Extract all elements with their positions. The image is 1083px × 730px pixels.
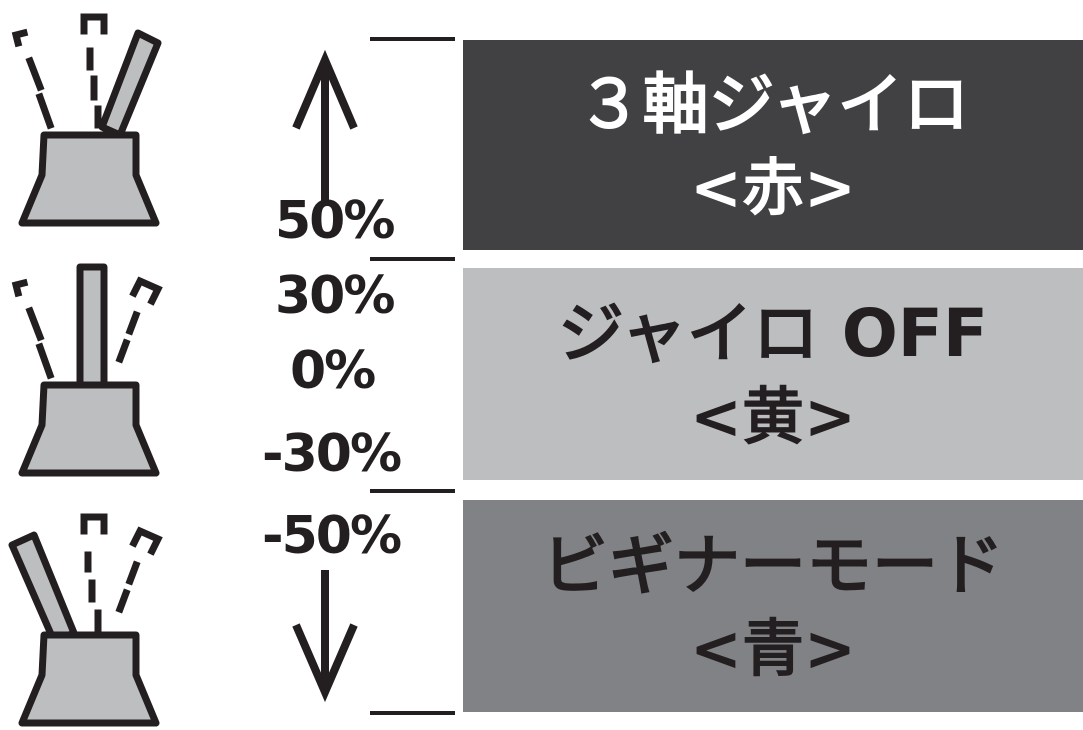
separator-line-upper: [370, 257, 455, 261]
mode-title: ビギナーモード: [542, 527, 1004, 605]
mode-panel-3axis-gyro: ３軸ジャイロ <赤>: [463, 40, 1083, 250]
separator-line-top: [370, 37, 455, 41]
label-0-percent: 0%: [290, 341, 376, 401]
label-30-percent: 30%: [275, 266, 395, 326]
label-50-percent: 50%: [275, 191, 395, 251]
up-arrow-icon: [292, 50, 358, 205]
toggle-switch-up-icon: [11, 13, 162, 227]
mode-title: ３軸ジャイロ: [576, 66, 970, 144]
switch-up-illustration: [0, 5, 170, 230]
toggle-switch-center-icon: [11, 263, 163, 477]
label-minus-30-percent: -30%: [262, 424, 402, 484]
mode-panel-beginner: ビギナーモード <青>: [463, 500, 1083, 712]
mode-color-label: <黄>: [690, 379, 856, 453]
separator-line-lower: [370, 489, 455, 493]
switch-center-illustration: [0, 255, 170, 480]
switch-down-illustration: [0, 505, 170, 730]
toggle-switch-down-icon: [8, 513, 163, 727]
down-arrow-icon: [292, 570, 358, 703]
separator-line-bottom: [370, 711, 455, 715]
label-minus-50-percent: -50%: [262, 506, 402, 566]
mode-panel-gyro-off: ジャイロ OFF <黄>: [463, 268, 1083, 480]
mode-color-label: <青>: [690, 611, 856, 685]
mode-color-label: <赤>: [690, 150, 856, 224]
mode-title: ジャイロ OFF: [558, 295, 988, 373]
